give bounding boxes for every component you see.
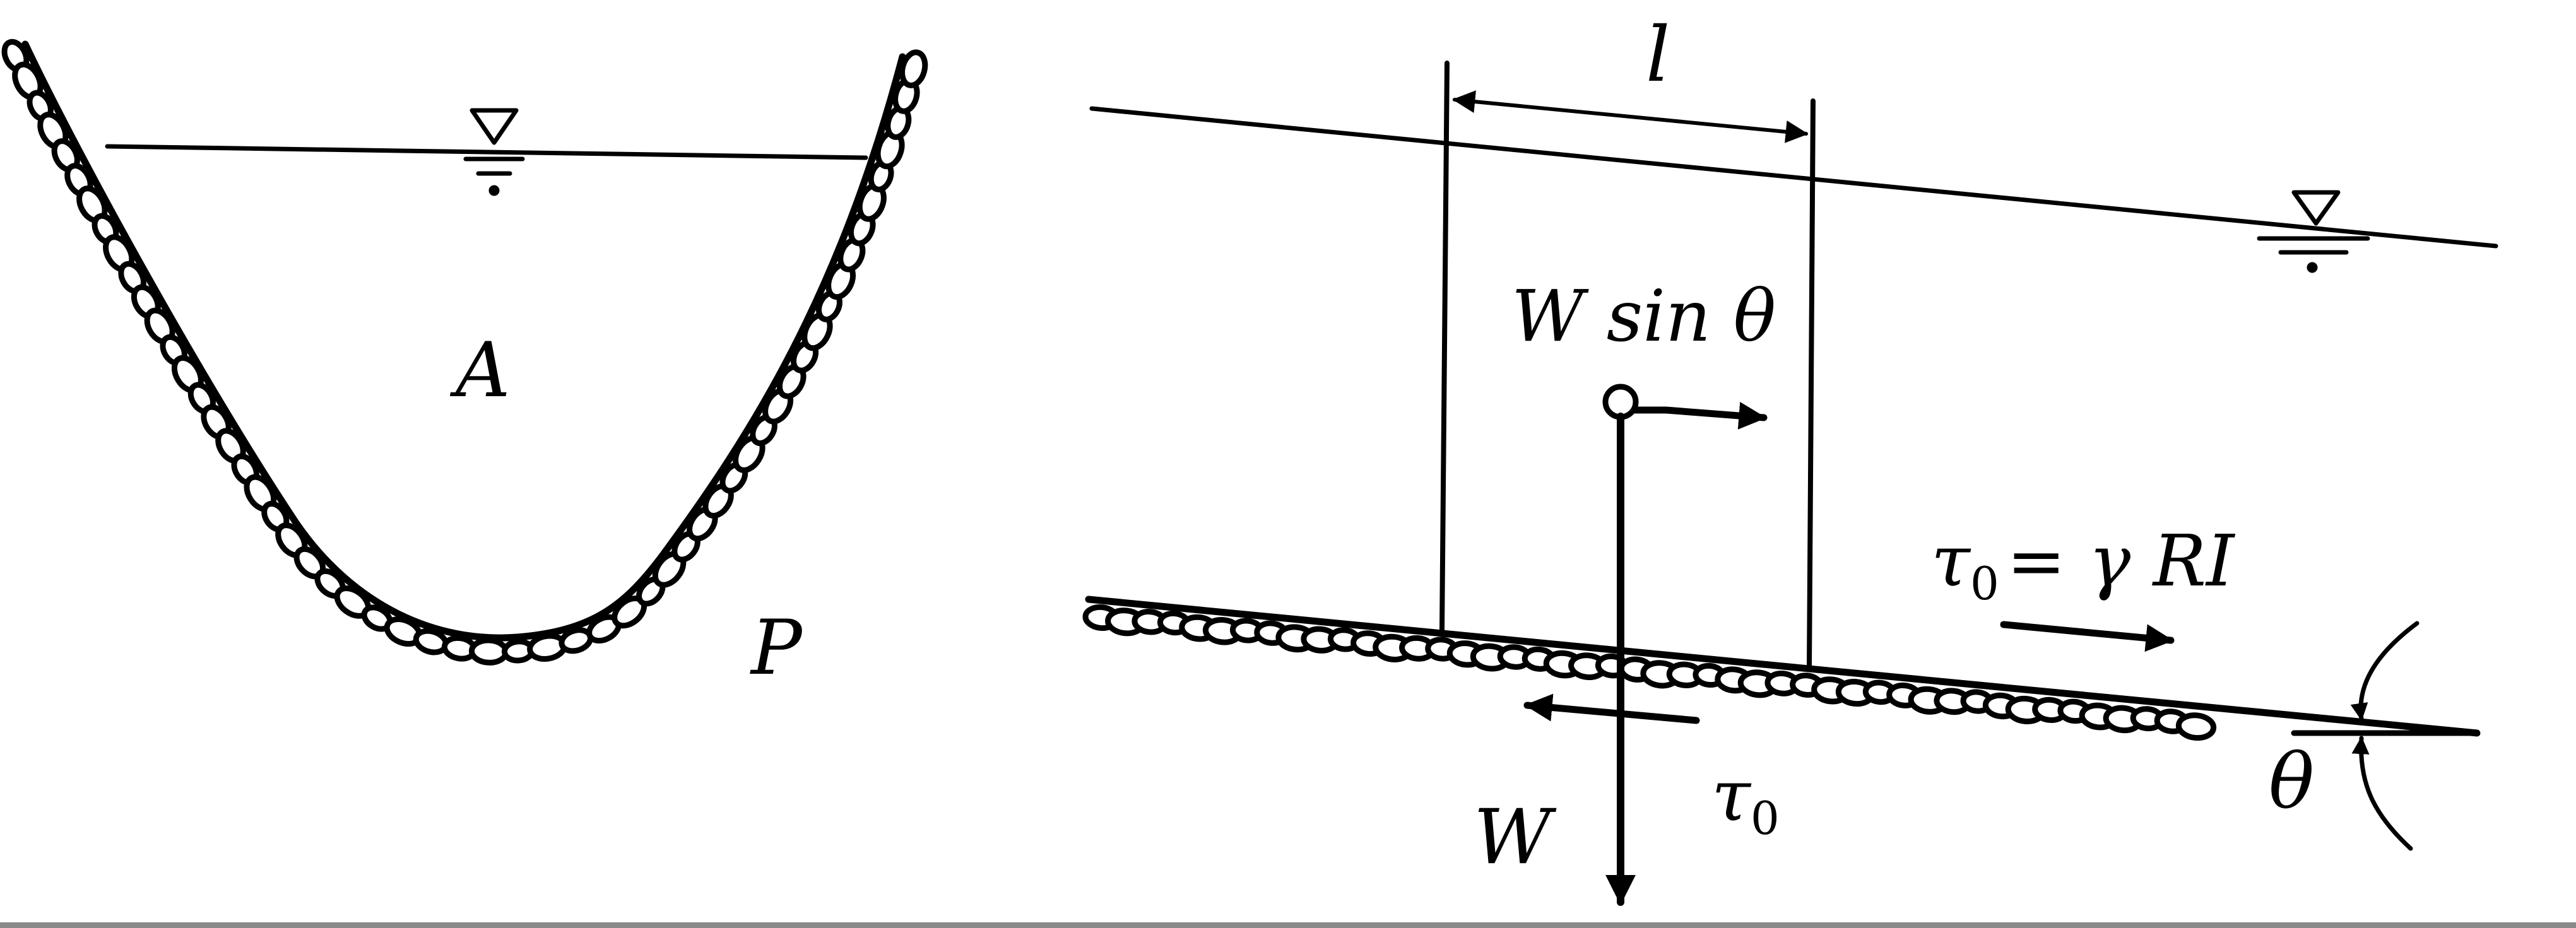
area-label: A xyxy=(449,327,511,414)
weight-component-arrow xyxy=(1631,402,1768,430)
bottom-border xyxy=(0,922,2576,928)
shear-equation: τ0= γ RI xyxy=(1931,520,2236,610)
bed-roughness xyxy=(1,38,928,666)
pebble xyxy=(468,637,509,666)
water-level-symbol-left xyxy=(463,108,525,196)
control-volume-left-edge xyxy=(1439,61,1450,633)
pebble xyxy=(2175,712,2217,741)
channel-bed xyxy=(21,40,906,642)
longitudinal-section: l W sin θ W τ0 τ0= γ RI θ xyxy=(1082,11,2498,906)
cross-section-water-surface xyxy=(105,144,868,160)
control-volume-right-edge xyxy=(1807,98,1816,670)
bed-roughness-slope xyxy=(1082,604,2217,741)
bed-shear-arrow xyxy=(1523,693,1700,724)
shear-direction-arrow xyxy=(2000,621,2175,652)
angle-arc-upper xyxy=(2350,621,2419,722)
weight-label: W xyxy=(1474,794,1557,881)
pebble xyxy=(899,49,928,88)
length-label: l xyxy=(1646,11,1670,99)
cross-section: A P xyxy=(1,38,928,692)
water-level-symbol-right xyxy=(2257,190,2370,273)
bed-shear-label: τ0 xyxy=(1711,755,1780,845)
bed-shear-subscript: 0 xyxy=(1751,792,1780,845)
perimeter-label: P xyxy=(750,604,803,692)
channel-bed-slope xyxy=(1085,596,2481,737)
free-surface xyxy=(1089,106,2498,249)
mass-center-point xyxy=(1602,384,1639,420)
angle-label: θ xyxy=(2269,738,2314,826)
weight-component-label: W sin θ xyxy=(1511,276,1776,358)
length-dimension-arrow xyxy=(1452,90,1809,143)
angle-arc-lower xyxy=(2351,736,2413,851)
